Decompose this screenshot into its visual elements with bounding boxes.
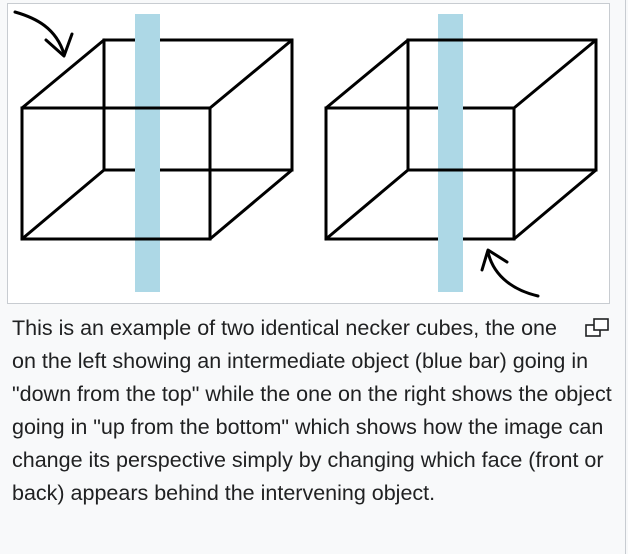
right-cube-edge-br bbox=[512, 168, 598, 241]
enlarge-icon[interactable] bbox=[582, 316, 612, 340]
right-cube-edge-bl bbox=[324, 168, 410, 241]
right-cube-edge-tl bbox=[324, 38, 410, 110]
figure-caption: This is an example of two identical neck… bbox=[12, 312, 612, 510]
necker-cubes-diagram: .e { stroke: #000; stroke-width: 3; fill… bbox=[13, 10, 598, 298]
right-curved-arrow-icon bbox=[480, 248, 540, 298]
right-cube-back-face bbox=[406, 38, 598, 172]
left-necker-cube bbox=[20, 14, 294, 292]
right-blue-bar bbox=[438, 14, 463, 292]
left-cube-edge-bl bbox=[20, 168, 106, 241]
left-cube-back-face bbox=[102, 38, 294, 172]
left-cube-edge-tl bbox=[20, 38, 106, 110]
left-cube-edge-tr bbox=[208, 38, 294, 110]
right-cube-front-face bbox=[324, 106, 516, 241]
left-blue-bar bbox=[135, 14, 160, 292]
left-cube-front-face bbox=[20, 106, 212, 241]
caption-text: This is an example of two identical neck… bbox=[12, 316, 612, 505]
left-curved-arrow-icon bbox=[13, 10, 74, 58]
left-cube-edge-br bbox=[208, 168, 294, 241]
right-necker-cube bbox=[324, 14, 598, 292]
necker-cubes-image[interactable]: .e { stroke: #000; stroke-width: 3; fill… bbox=[7, 3, 610, 304]
right-cube-edge-tr bbox=[512, 38, 598, 110]
